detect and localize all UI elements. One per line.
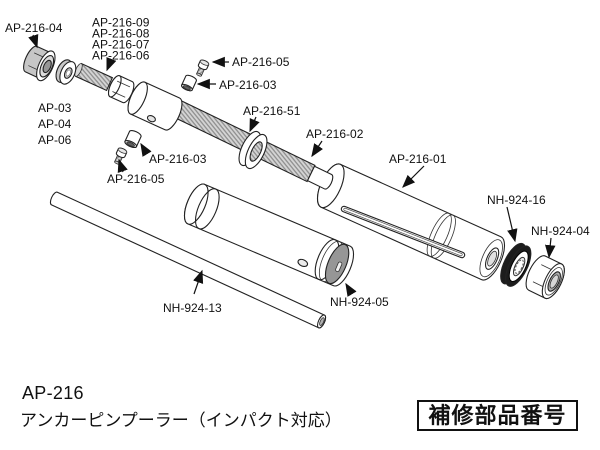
label-nh-924-13: NH-924-13 (163, 301, 222, 315)
part-hex-bolt (74, 62, 135, 104)
label-ap-216-03-mid: AP-216-03 (149, 152, 207, 166)
label-ap-216-08: AP-216-08 (92, 27, 150, 41)
leader-arrow (193, 269, 204, 295)
part-end-cap-nh-924-05 (324, 243, 350, 285)
part-set-screw-upper (196, 59, 210, 77)
part-main-body-slot (340, 205, 466, 259)
label-ap-216-01: AP-216-01 (389, 152, 447, 166)
leader-arrow (311, 140, 323, 158)
label-ap-03: AP-03 (38, 101, 72, 115)
leader-arrow (345, 282, 357, 297)
label-ap-06: AP-06 (38, 133, 72, 147)
part-labels: AP-216-04 AP-216-09 AP-216-08 AP-216-07 … (5, 16, 590, 316)
label-nh-924-05: NH-924-05 (330, 295, 389, 309)
label-ap-216-51: AP-216-51 (243, 104, 301, 118)
leader-arrow (106, 57, 117, 72)
part-seal-washer (500, 242, 532, 287)
leader-arrow (140, 142, 152, 157)
label-nh-924-04: NH-924-04 (531, 224, 590, 238)
label-ap-216-06: AP-216-06 (92, 49, 150, 63)
label-ap-216-05-top: AP-216-05 (232, 55, 290, 69)
part-bushing-upper (181, 74, 197, 92)
product-name: アンカーピンプーラー（インパクト対応） (20, 411, 342, 430)
part-slide-cylinder (183, 183, 355, 287)
repair-parts-number-stamp: 補修部品番号 (417, 400, 578, 431)
label-ap-04: AP-04 (38, 117, 72, 131)
part-knockout-rod (49, 191, 327, 329)
leader-arrow (402, 165, 425, 188)
label-ap-216-04: AP-216-04 (5, 21, 63, 35)
part-coupler-sleeve (127, 81, 183, 131)
part-flange-nut (23, 45, 56, 82)
leader-arrow (506, 206, 518, 243)
leader-arrow (28, 34, 39, 49)
label-ap-216-05-mid: AP-216-05 (107, 172, 165, 186)
product-model-number: AP-216 (22, 383, 84, 403)
label-ap-216-03-top: AP-216-03 (219, 78, 277, 92)
leader-arrow (117, 158, 128, 173)
label-nh-924-16: NH-924-16 (487, 193, 546, 207)
label-ap-216-07: AP-216-07 (92, 38, 150, 52)
part-hex-nut (525, 255, 565, 300)
label-ap-216-02: AP-216-02 (306, 127, 364, 141)
label-ap-216-09: AP-216-09 (92, 16, 150, 30)
leader-arrows (28, 34, 556, 297)
part-spacer-washer (238, 130, 268, 170)
leader-arrow (544, 237, 556, 259)
part-bushing-lower (124, 129, 142, 149)
leader-arrow (249, 116, 260, 133)
part-plain-washer (55, 59, 77, 85)
